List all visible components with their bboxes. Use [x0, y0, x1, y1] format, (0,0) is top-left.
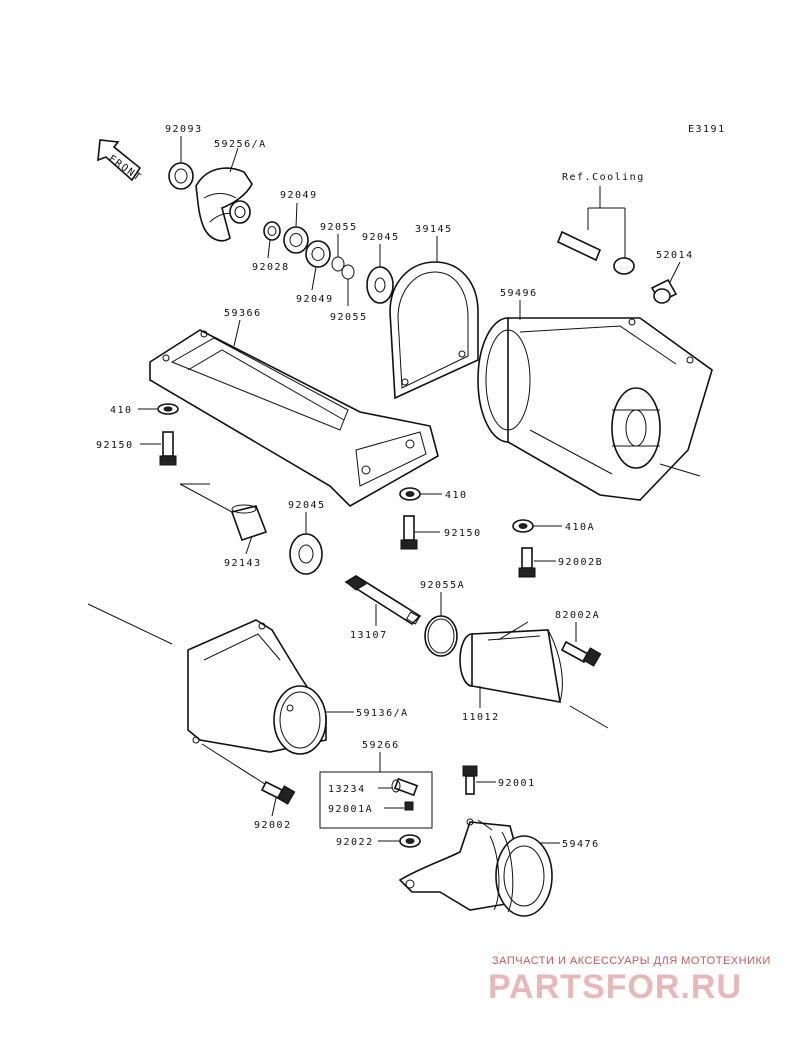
label-92002b: 92002B — [558, 557, 603, 568]
label-92055a: 92055A — [420, 580, 465, 591]
label-92045-a: 92045 — [362, 232, 400, 243]
label-92055-a: 92055 — [320, 222, 358, 233]
part-59496-pump-housing — [477, 300, 713, 501]
label-59366: 59366 — [224, 308, 262, 319]
part-410a-washer — [512, 519, 562, 533]
part-59256-impeller — [195, 147, 253, 242]
label-59256: 59256/A — [214, 139, 267, 150]
label-13234: 13234 — [328, 784, 366, 795]
part-92055-oring-b — [341, 264, 355, 306]
label-92143: 92143 — [224, 558, 262, 569]
label-410-left: 410 — [110, 405, 133, 416]
part-52014-fitting — [650, 261, 681, 304]
part-39145-gasket — [389, 236, 479, 400]
label-92049-b: 92049 — [296, 294, 334, 305]
part-92049-washer-b — [305, 240, 331, 291]
label-92150-left: 92150 — [96, 440, 134, 451]
watermark-logo: PARTSFOR.RU — [488, 968, 742, 1006]
part-92055-oring-a — [331, 234, 345, 272]
part-410-washer-mid — [399, 487, 442, 501]
part-92045-bearing-a — [366, 244, 394, 304]
part-92045-bearing-b — [289, 512, 323, 575]
label-92001: 92001 — [498, 778, 536, 789]
ref-cooling-label: Ref.Cooling — [562, 172, 645, 183]
label-92022: 92022 — [336, 837, 374, 848]
ref-cooling-group: Ref.Cooling — [556, 172, 645, 275]
diagram-code: E3191 — [688, 124, 726, 135]
label-92055-b: 92055 — [330, 312, 368, 323]
label-13107: 13107 — [350, 630, 388, 641]
label-59476: 59476 — [562, 839, 600, 850]
part-59366-pump-bed — [149, 319, 439, 507]
watermark-tagline: ЗАПЧАСТИ И АКСЕССУАРЫ ДЛЯ МОТОТЕХНИКИ — [492, 955, 771, 967]
part-92022-washer — [378, 834, 421, 848]
label-11012: 11012 — [462, 712, 500, 723]
part-82002a-bolt — [560, 622, 602, 667]
part-92143-sleeve — [179, 483, 268, 555]
label-92049-a: 92049 — [280, 190, 318, 201]
part-13107-shaft — [344, 575, 422, 626]
part-11012-cone — [459, 621, 609, 729]
part-92028-spacer — [263, 221, 281, 259]
label-59266: 59266 — [362, 740, 400, 751]
label-410a: 410A — [565, 522, 595, 533]
part-59476-steering-nozzle — [398, 818, 560, 917]
label-92028: 92028 — [252, 262, 290, 273]
part-92055a-oring — [424, 592, 458, 657]
label-92045-b: 92045 — [288, 500, 326, 511]
part-410-washer-left — [138, 403, 179, 415]
part-59136-nozzle — [87, 603, 354, 755]
label-92001a: 92001A — [328, 804, 373, 815]
part-92093-bushing — [168, 136, 194, 190]
part-92150-bolt-mid — [400, 515, 440, 550]
front-arrow: FRONT — [97, 139, 143, 184]
label-59136: 59136/A — [356, 708, 409, 719]
label-410-mid: 410 — [445, 490, 468, 501]
part-59266-group — [319, 752, 433, 829]
label-92150-mid: 92150 — [444, 528, 482, 539]
label-82002a: 82002A — [555, 610, 600, 621]
label-59496: 59496 — [500, 288, 538, 299]
part-92049-washer-a — [283, 202, 309, 254]
part-92002-bolt — [201, 743, 296, 817]
label-39145: 39145 — [415, 224, 453, 235]
part-92001-bolt — [462, 765, 496, 795]
label-92093: 92093 — [165, 124, 203, 135]
part-92002b-bolt — [518, 547, 556, 578]
part-92150-bolt-left — [140, 431, 177, 466]
label-52014: 52014 — [656, 250, 694, 261]
label-92002: 92002 — [254, 820, 292, 831]
